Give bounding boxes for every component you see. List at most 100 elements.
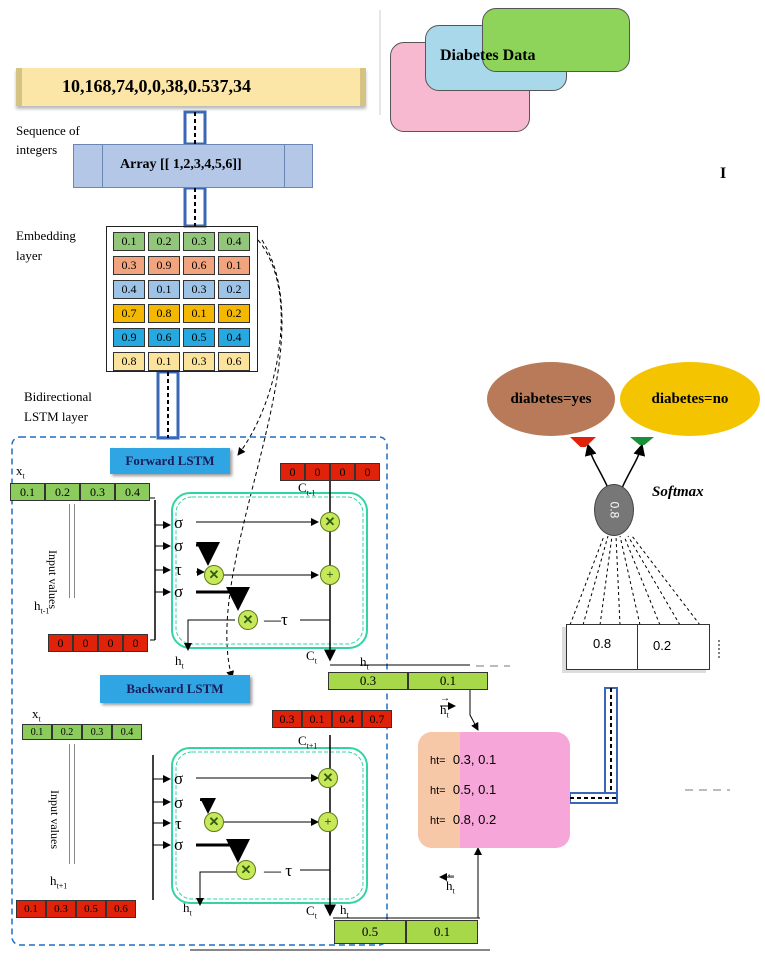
- array-box: Array [[ 1,2,3,4,5,6]]: [73, 144, 313, 188]
- forward-candidate-gate: τ: [175, 560, 182, 579]
- embedding-cell: 0.2: [218, 304, 250, 323]
- forward-input-arrow: [69, 504, 75, 598]
- output-value-1: 0.8: [593, 636, 612, 651]
- vector-cell: 0: [355, 463, 380, 481]
- vector-cell: 0: [73, 634, 98, 652]
- bilstm-label-1: Bidirectional: [24, 389, 92, 404]
- forward-multiply-forget-icon: ✕: [320, 512, 340, 532]
- embedding-cell: 0.1: [113, 232, 145, 251]
- embedding-cell: 0.1: [218, 256, 250, 275]
- diabetes-data-label: Diabetes Data: [440, 47, 536, 64]
- backward-forget-gate: σ: [174, 769, 184, 788]
- backward-multiply-input-icon: ✕: [204, 812, 224, 832]
- bilstm-label-2: LSTM layer: [24, 409, 88, 424]
- backward-tanh-label: — τ: [264, 861, 293, 880]
- softmax-label: Softmax: [652, 484, 704, 500]
- embedding-cell: 0.4: [218, 232, 250, 251]
- vector-cell: 0: [123, 634, 148, 652]
- no-arrow-marker-icon: [630, 437, 654, 445]
- vector-cell: 0.3: [82, 724, 112, 740]
- forward-c-out-label: Ct: [306, 648, 317, 666]
- vector-cell: 0.1: [10, 483, 45, 501]
- sequence-label-1: Sequence of: [16, 123, 80, 138]
- backward-h-right-label: ht: [340, 902, 349, 920]
- embedding-cell: 0.9: [148, 256, 180, 275]
- vector-cell: 0.1: [406, 920, 478, 944]
- embedding-label-2: layer: [16, 248, 42, 263]
- combined-row-1: ht= 0.3, 0.1: [430, 752, 497, 767]
- output-value-2: 0.2: [653, 638, 672, 653]
- forward-h-right-label: ht: [360, 654, 369, 672]
- forward-x-label: xt: [16, 463, 25, 481]
- forward-hidden-arrow-label: →ht: [440, 693, 450, 720]
- embedding-cell: 0.6: [148, 328, 180, 347]
- forward-multiply-input-icon: ✕: [204, 565, 224, 585]
- embedding-cell: 0.4: [218, 328, 250, 347]
- backward-h-prev-label: ht+1: [50, 873, 68, 891]
- class-oval-yes: diabetes=yes: [487, 362, 615, 436]
- class-oval-no: diabetes=no: [620, 362, 760, 436]
- vector-cell: 0.1: [302, 710, 332, 728]
- vector-cell: 0.3: [46, 900, 76, 918]
- class-yes-label: diabetes=yes: [510, 390, 592, 407]
- data-card-green: [482, 8, 630, 72]
- softmax-node: 0.8: [594, 484, 634, 536]
- vector-cell: 0.4: [115, 483, 150, 501]
- backward-lstm-tag: Backward LSTM: [100, 675, 250, 703]
- vector-cell: 0.3: [272, 710, 302, 728]
- array-text: Array [[ 1,2,3,4,5,6]]: [120, 157, 242, 172]
- backward-h-out-label: ht: [183, 900, 192, 918]
- forward-h-prev-label: ht-1: [34, 598, 50, 616]
- vector-cell: 0: [280, 463, 305, 481]
- vector-cell: 0.2: [45, 483, 80, 501]
- embedding-cell: 0.8: [148, 304, 180, 323]
- input-sequence-text: 10,168,74,0,0,38,0.537,34: [62, 76, 251, 96]
- vector-cell: 0.5: [334, 920, 406, 944]
- embedding-cell: 0.9: [113, 328, 145, 347]
- vector-cell: 0: [98, 634, 123, 652]
- backward-input-arrow: [69, 744, 75, 864]
- forward-tanh-label: —τ: [264, 610, 288, 629]
- backward-multiply-output-icon: ✕: [236, 860, 256, 880]
- forward-output-gate: σ: [174, 582, 184, 601]
- stray-char: I: [720, 165, 727, 182]
- vector-cell: 0: [48, 634, 73, 652]
- output-vector-box: 0.8 0.2: [566, 624, 710, 670]
- embedding-cell: 0.2: [148, 232, 180, 251]
- backward-x-label: xt: [32, 706, 41, 724]
- embedding-cell: 0.1: [148, 352, 180, 371]
- backward-multiply-forget-icon: ✕: [318, 768, 338, 788]
- class-no-label: diabetes=no: [651, 390, 729, 407]
- backward-output-gate: σ: [174, 835, 184, 854]
- vector-cell: 0.3: [80, 483, 115, 501]
- forward-lstm-tag: Forward LSTM: [110, 448, 230, 474]
- backward-hidden-arrow-label: ←ht: [446, 869, 456, 896]
- combined-row-2: ht= 0.5, 0.1: [430, 782, 497, 797]
- vector-cell: 0.1: [408, 672, 488, 690]
- forward-h-out-label: ht: [175, 653, 184, 671]
- embedding-cell: 0.7: [113, 304, 145, 323]
- embedding-cell: 0.3: [113, 256, 145, 275]
- vector-cell: 0.1: [16, 900, 46, 918]
- forward-multiply-output-icon: ✕: [238, 610, 258, 630]
- embedding-cell: 0.6: [218, 352, 250, 371]
- vector-cell: 0.3: [328, 672, 408, 690]
- yes-arrow-marker-icon: [570, 437, 596, 447]
- forward-input-gate: σ: [174, 536, 184, 555]
- embedding-cell: 0.8: [113, 352, 145, 371]
- embedding-cell: 0.3: [183, 352, 215, 371]
- backward-input-values-label: Input values: [48, 790, 62, 849]
- embedding-cell: 0.1: [183, 304, 215, 323]
- backward-c-out-label: Ct: [306, 903, 317, 921]
- vector-cell: 0.6: [106, 900, 136, 918]
- forward-c-label: Ct-1: [298, 480, 316, 498]
- sequence-label-2: integers: [16, 142, 58, 157]
- embedding-cell: 0.5: [183, 328, 215, 347]
